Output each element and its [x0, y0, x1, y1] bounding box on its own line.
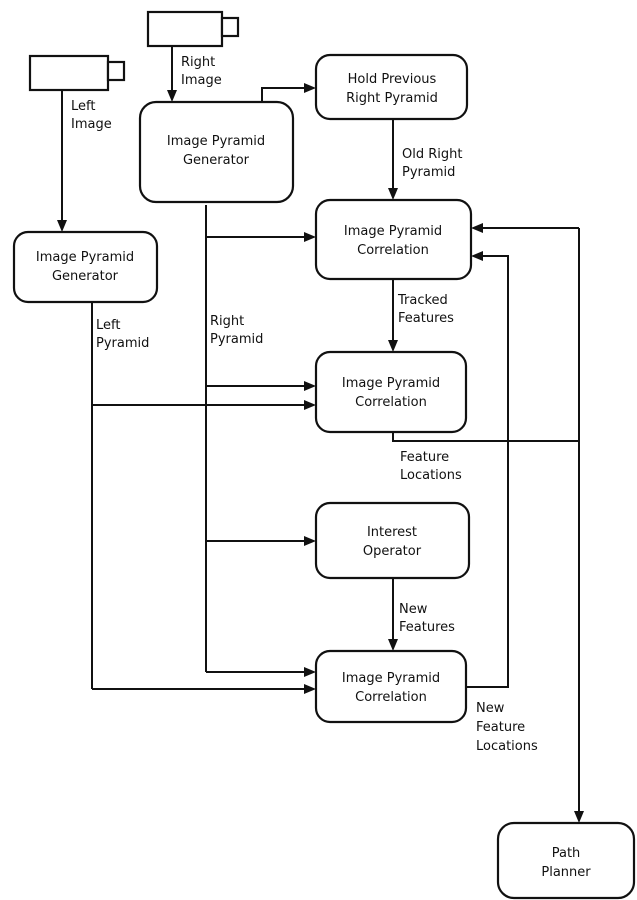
- edge-label-line: Feature: [476, 720, 525, 735]
- arrow-feedback-to-correlation-top-2: [471, 251, 483, 261]
- edge-label-line: Features: [399, 620, 455, 635]
- edge-label-line: Locations: [400, 468, 462, 483]
- left-pyramid-label: Left Pyramid: [96, 318, 149, 351]
- hold-previous-right-pyramid-box: Hold Previous Right Pyramid: [314, 53, 469, 121]
- edge-label-line: New: [476, 701, 505, 716]
- box-label-line: Interest: [367, 525, 417, 540]
- arrow-right-pyramid-to-interest: [304, 536, 316, 546]
- left-camera-icon: [28, 54, 126, 92]
- arrow-right-pyramid-to-correlation-top: [304, 232, 316, 242]
- edge-label-line: Right: [210, 314, 244, 329]
- image-pyramid-correlation-mid-box: Image Pyramid Correlation: [314, 350, 468, 434]
- edge-label-line: Pyramid: [402, 165, 455, 180]
- edge-label-line: Tracked: [397, 293, 448, 308]
- right-pyramid-label: Right Pyramid: [210, 314, 263, 347]
- left-pyramid-generator-box: Image Pyramid Generator: [12, 230, 159, 304]
- image-pyramid-correlation-bottom-box: Image Pyramid Correlation: [314, 649, 468, 724]
- box-label-line: Operator: [363, 544, 422, 559]
- arrow-to-path-planner: [574, 811, 584, 823]
- tracked-features-label: Tracked Features: [397, 293, 454, 326]
- edge-label-line: Right: [181, 55, 215, 70]
- box-label-line: Planner: [541, 865, 591, 880]
- arrow-to-hold-previous: [304, 83, 316, 93]
- box-label-line: Path: [552, 846, 581, 861]
- box-label-line: Generator: [52, 269, 119, 284]
- feature-locations-label: Feature Locations: [400, 450, 462, 483]
- box-label-line: Image Pyramid: [36, 250, 134, 265]
- box-label-line: Correlation: [357, 243, 429, 258]
- box-label-line: Image Pyramid: [167, 134, 265, 149]
- edge-label-line: Locations: [476, 739, 538, 754]
- path-planner-box: Path Planner: [496, 821, 636, 900]
- connectors: [61, 46, 580, 813]
- box-label-line: Correlation: [355, 690, 427, 705]
- arrow-new-features: [388, 639, 398, 651]
- left-image-label: Left Image: [71, 99, 112, 132]
- arrow-old-right-pyramid: [388, 188, 398, 200]
- arrow-to-right-generator: [167, 90, 177, 102]
- edge-label-line: Left: [71, 99, 95, 114]
- box-label-line: Correlation: [355, 395, 427, 410]
- box-label-line: Image Pyramid: [342, 376, 440, 391]
- arrow-feedback-to-correlation-top-1: [471, 223, 483, 233]
- right-camera-icon: [146, 10, 240, 48]
- new-feature-locations-label: New Feature Locations: [476, 701, 538, 754]
- box-label-line: Hold Previous: [348, 72, 437, 87]
- old-right-pyramid-label: Old Right Pyramid: [402, 147, 462, 180]
- box-label-line: Image Pyramid: [344, 224, 442, 239]
- arrow-left-pyramid-to-correlation-mid: [304, 400, 316, 410]
- edge-label-line: Features: [398, 311, 454, 326]
- edge-label-line: Left: [96, 318, 120, 333]
- right-image-label: Right Image: [181, 55, 222, 88]
- arrowheads: [57, 83, 584, 823]
- edge-label-line: Image: [181, 73, 222, 88]
- arrow-right-pyramid-to-correlation-bottom: [304, 667, 316, 677]
- arrow-right-pyramid-to-correlation-mid: [304, 381, 316, 391]
- right-pyramid-generator-box: Image Pyramid Generator: [138, 100, 295, 204]
- interest-operator-box: Interest Operator: [314, 501, 471, 580]
- box-label-line: Image Pyramid: [342, 671, 440, 686]
- new-features-label: New Features: [399, 602, 455, 635]
- edge-label-line: Pyramid: [96, 336, 149, 351]
- box-label-line: Right Pyramid: [346, 91, 438, 106]
- arrow-tracked-features: [388, 340, 398, 352]
- box-label-line: Generator: [183, 153, 250, 168]
- image-pyramid-correlation-top-box: Image Pyramid Correlation: [314, 198, 473, 281]
- edge-label-line: Pyramid: [210, 332, 263, 347]
- edge-label-line: Feature: [400, 450, 449, 465]
- edge-label-line: Old Right: [402, 147, 462, 162]
- arrow-to-left-generator: [57, 220, 67, 232]
- arrow-left-pyramid-to-correlation-bottom: [304, 684, 316, 694]
- edge-label-line: Image: [71, 117, 112, 132]
- edge-label-line: New: [399, 602, 428, 617]
